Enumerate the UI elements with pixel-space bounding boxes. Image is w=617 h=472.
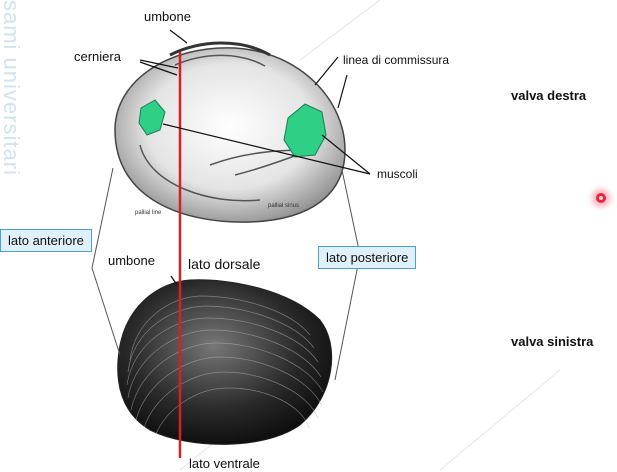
- label-umbone-bottom: umbone: [108, 253, 155, 268]
- left-valve-shell: [118, 280, 332, 445]
- label-valva-sinistra: valva sinistra: [511, 334, 593, 349]
- label-linea-di-commissura: linea di commissura: [343, 53, 449, 67]
- label-lato-ventrale: lato ventrale: [189, 456, 260, 471]
- label-muscoli: muscoli: [377, 167, 418, 181]
- label-umbone-top: umbone: [144, 9, 191, 24]
- label-lato-anteriore: lato anteriore: [0, 229, 92, 252]
- label-lato-dorsale: lato dorsale: [188, 256, 260, 272]
- label-lato-posteriore: lato posteriore: [318, 246, 416, 269]
- label-cerniera: cerniera: [74, 49, 121, 64]
- label-pallial-sinus: pallial sinus: [268, 203, 299, 209]
- pointer-dot: [596, 193, 606, 203]
- label-valva-destra: valva destra: [511, 88, 586, 103]
- label-pallial-line: pallial line: [135, 210, 161, 216]
